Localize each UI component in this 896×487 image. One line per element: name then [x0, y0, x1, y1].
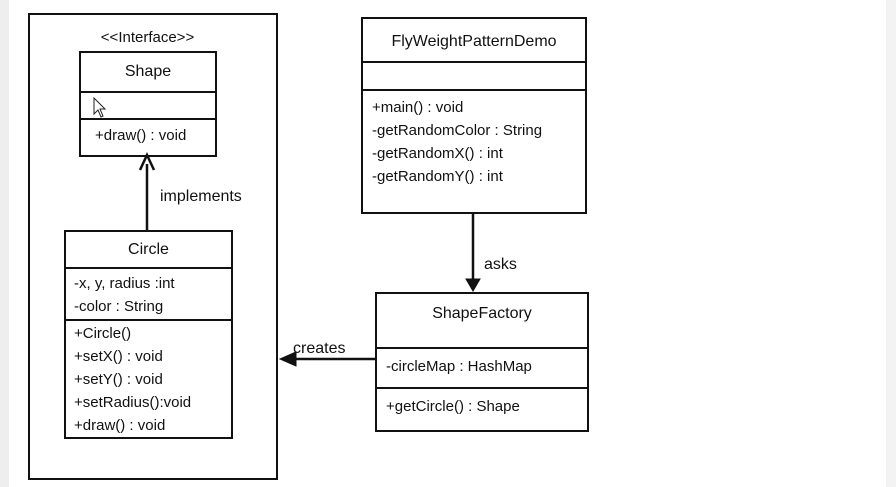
circle-class-box: Circle -x, y, radius :int -color : Strin… [64, 230, 233, 439]
asks-arrowhead [465, 278, 481, 292]
creates-arrowhead [278, 351, 297, 367]
left-margin-strip [0, 0, 9, 487]
package-frame [28, 13, 278, 480]
factory-method: +getCircle() : Shape [386, 398, 520, 415]
circle-method: +setX() : void [74, 348, 163, 365]
factory-class-box: ShapeFactory -circleMap : HashMap +getCi… [375, 292, 589, 432]
right-margin-strip [886, 0, 896, 487]
implements-arrowhead [138, 152, 156, 171]
factory-attribute: -circleMap : HashMap [386, 358, 532, 375]
demo-method: +main() : void [372, 99, 464, 116]
asks-label: asks [484, 256, 517, 273]
circle-methods-section: +Circle() +setX() : void +setY() : void … [66, 321, 231, 437]
factory-methods-section: +getCircle() : Shape [377, 389, 587, 418]
circle-attribute: -x, y, radius :int [74, 275, 175, 292]
creates-label: creates [293, 340, 346, 357]
shape-class-name: Shape [81, 53, 215, 93]
circle-method: +draw() : void [74, 417, 166, 434]
demo-class-name: FlyWeightPatternDemo [363, 19, 585, 63]
shape-class-box: Shape +draw() : void [79, 51, 217, 157]
shape-methods-section: +draw() : void [81, 120, 215, 147]
demo-method: -getRandomColor : String [372, 122, 543, 139]
implements-label: implements [160, 188, 242, 205]
circle-attributes-section: -x, y, radius :int -color : String [66, 269, 231, 321]
circle-class-name: Circle [66, 232, 231, 269]
demo-class-box: FlyWeightPatternDemo +main() : void -get… [361, 17, 587, 214]
mouse-cursor-icon [93, 97, 107, 118]
shape-method: +draw() : void [95, 127, 187, 144]
circle-method: +setY() : void [74, 371, 163, 388]
circle-attribute: -color : String [74, 298, 164, 315]
demo-method: -getRandomY() : int [372, 168, 503, 185]
factory-attributes-section: -circleMap : HashMap [377, 349, 587, 389]
circle-method: +setRadius():void [74, 394, 192, 411]
demo-method: -getRandomX() : int [372, 145, 503, 162]
demo-methods-section: +main() : void -getRandomColor : String … [363, 91, 585, 188]
circle-method: +Circle() [74, 325, 132, 342]
shape-stereotype: <<Interface>> [100, 29, 195, 46]
factory-class-name: ShapeFactory [377, 294, 587, 349]
shape-attributes-section [81, 93, 215, 120]
demo-attributes-section [363, 63, 585, 91]
